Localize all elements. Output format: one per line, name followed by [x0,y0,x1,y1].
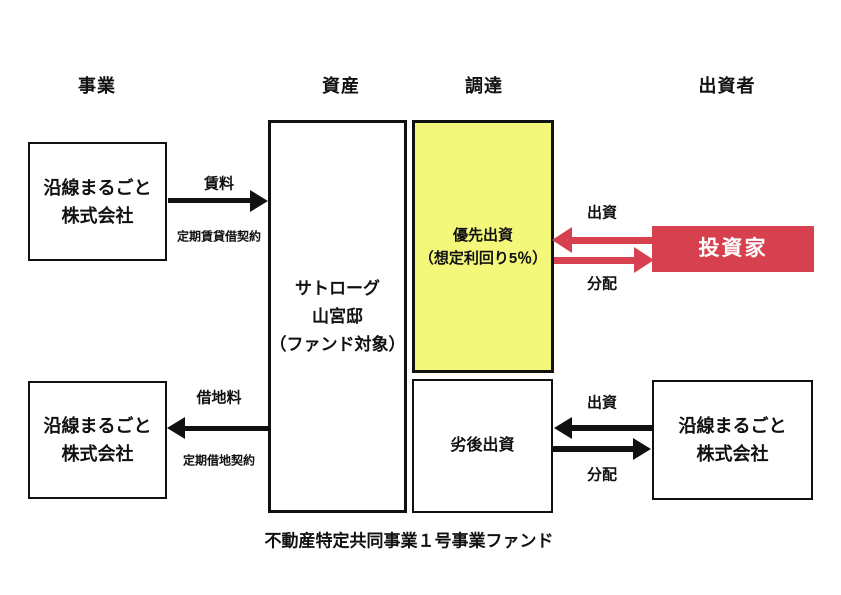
junior-equity-box: 劣後出資 [412,379,553,513]
business-bottom-line2: 株式会社 [61,444,134,464]
junior-distribution-label: 分配 [586,466,618,484]
asset-line1: サトローグ [295,278,380,298]
ground-rent-arrow-label: 借地料 [196,389,242,407]
column-header-investors: 出資者 [698,76,756,96]
asset-box: サトローグ 山宮邸 （ファンド対象） [268,120,407,513]
ground-rent-contract-label: 定期借地契約 [182,453,256,468]
investor-company-line1: 沿線まるごと [678,416,787,436]
business-top-line1: 沿線まるごと [43,177,152,198]
senior-investment-label: 出資 [586,204,618,222]
business-top-line2: 株式会社 [61,205,134,226]
business-bottom-box: 沿線まるごと 株式会社 [28,381,167,499]
junior-equity-label: 劣後出資 [450,437,515,454]
investor-box: 投資家 [652,226,814,272]
business-top-box: 沿線まるごと 株式会社 [28,142,167,261]
column-header-business: 事業 [78,76,116,96]
rent-contract-label: 定期賃貸借契約 [176,229,262,244]
business-bottom-line1: 沿線まるごと [43,416,152,436]
senior-equity-line1: 優先出資 [452,226,513,244]
investor-company-line2: 株式会社 [696,444,769,464]
asset-line3: （ファンド対象） [269,334,406,354]
rent-arrow-label: 賃料 [203,175,235,193]
senior-equity-box: 優先出資 （想定利回り5％） [412,120,554,373]
investor-company-box: 沿線まるごと 株式会社 [652,380,813,500]
asset-line2: 山宮邸 [312,306,363,326]
investor-label: 投資家 [698,237,768,260]
senior-distribution-label: 分配 [586,275,618,293]
column-header-asset: 資産 [322,76,360,96]
senior-equity-line2: （想定利回り5％） [418,249,548,267]
column-header-funding: 調達 [465,76,503,96]
diagram-caption: 不動産特定共同事業１号事業ファンド [264,531,554,551]
junior-investment-label: 出資 [586,394,618,412]
